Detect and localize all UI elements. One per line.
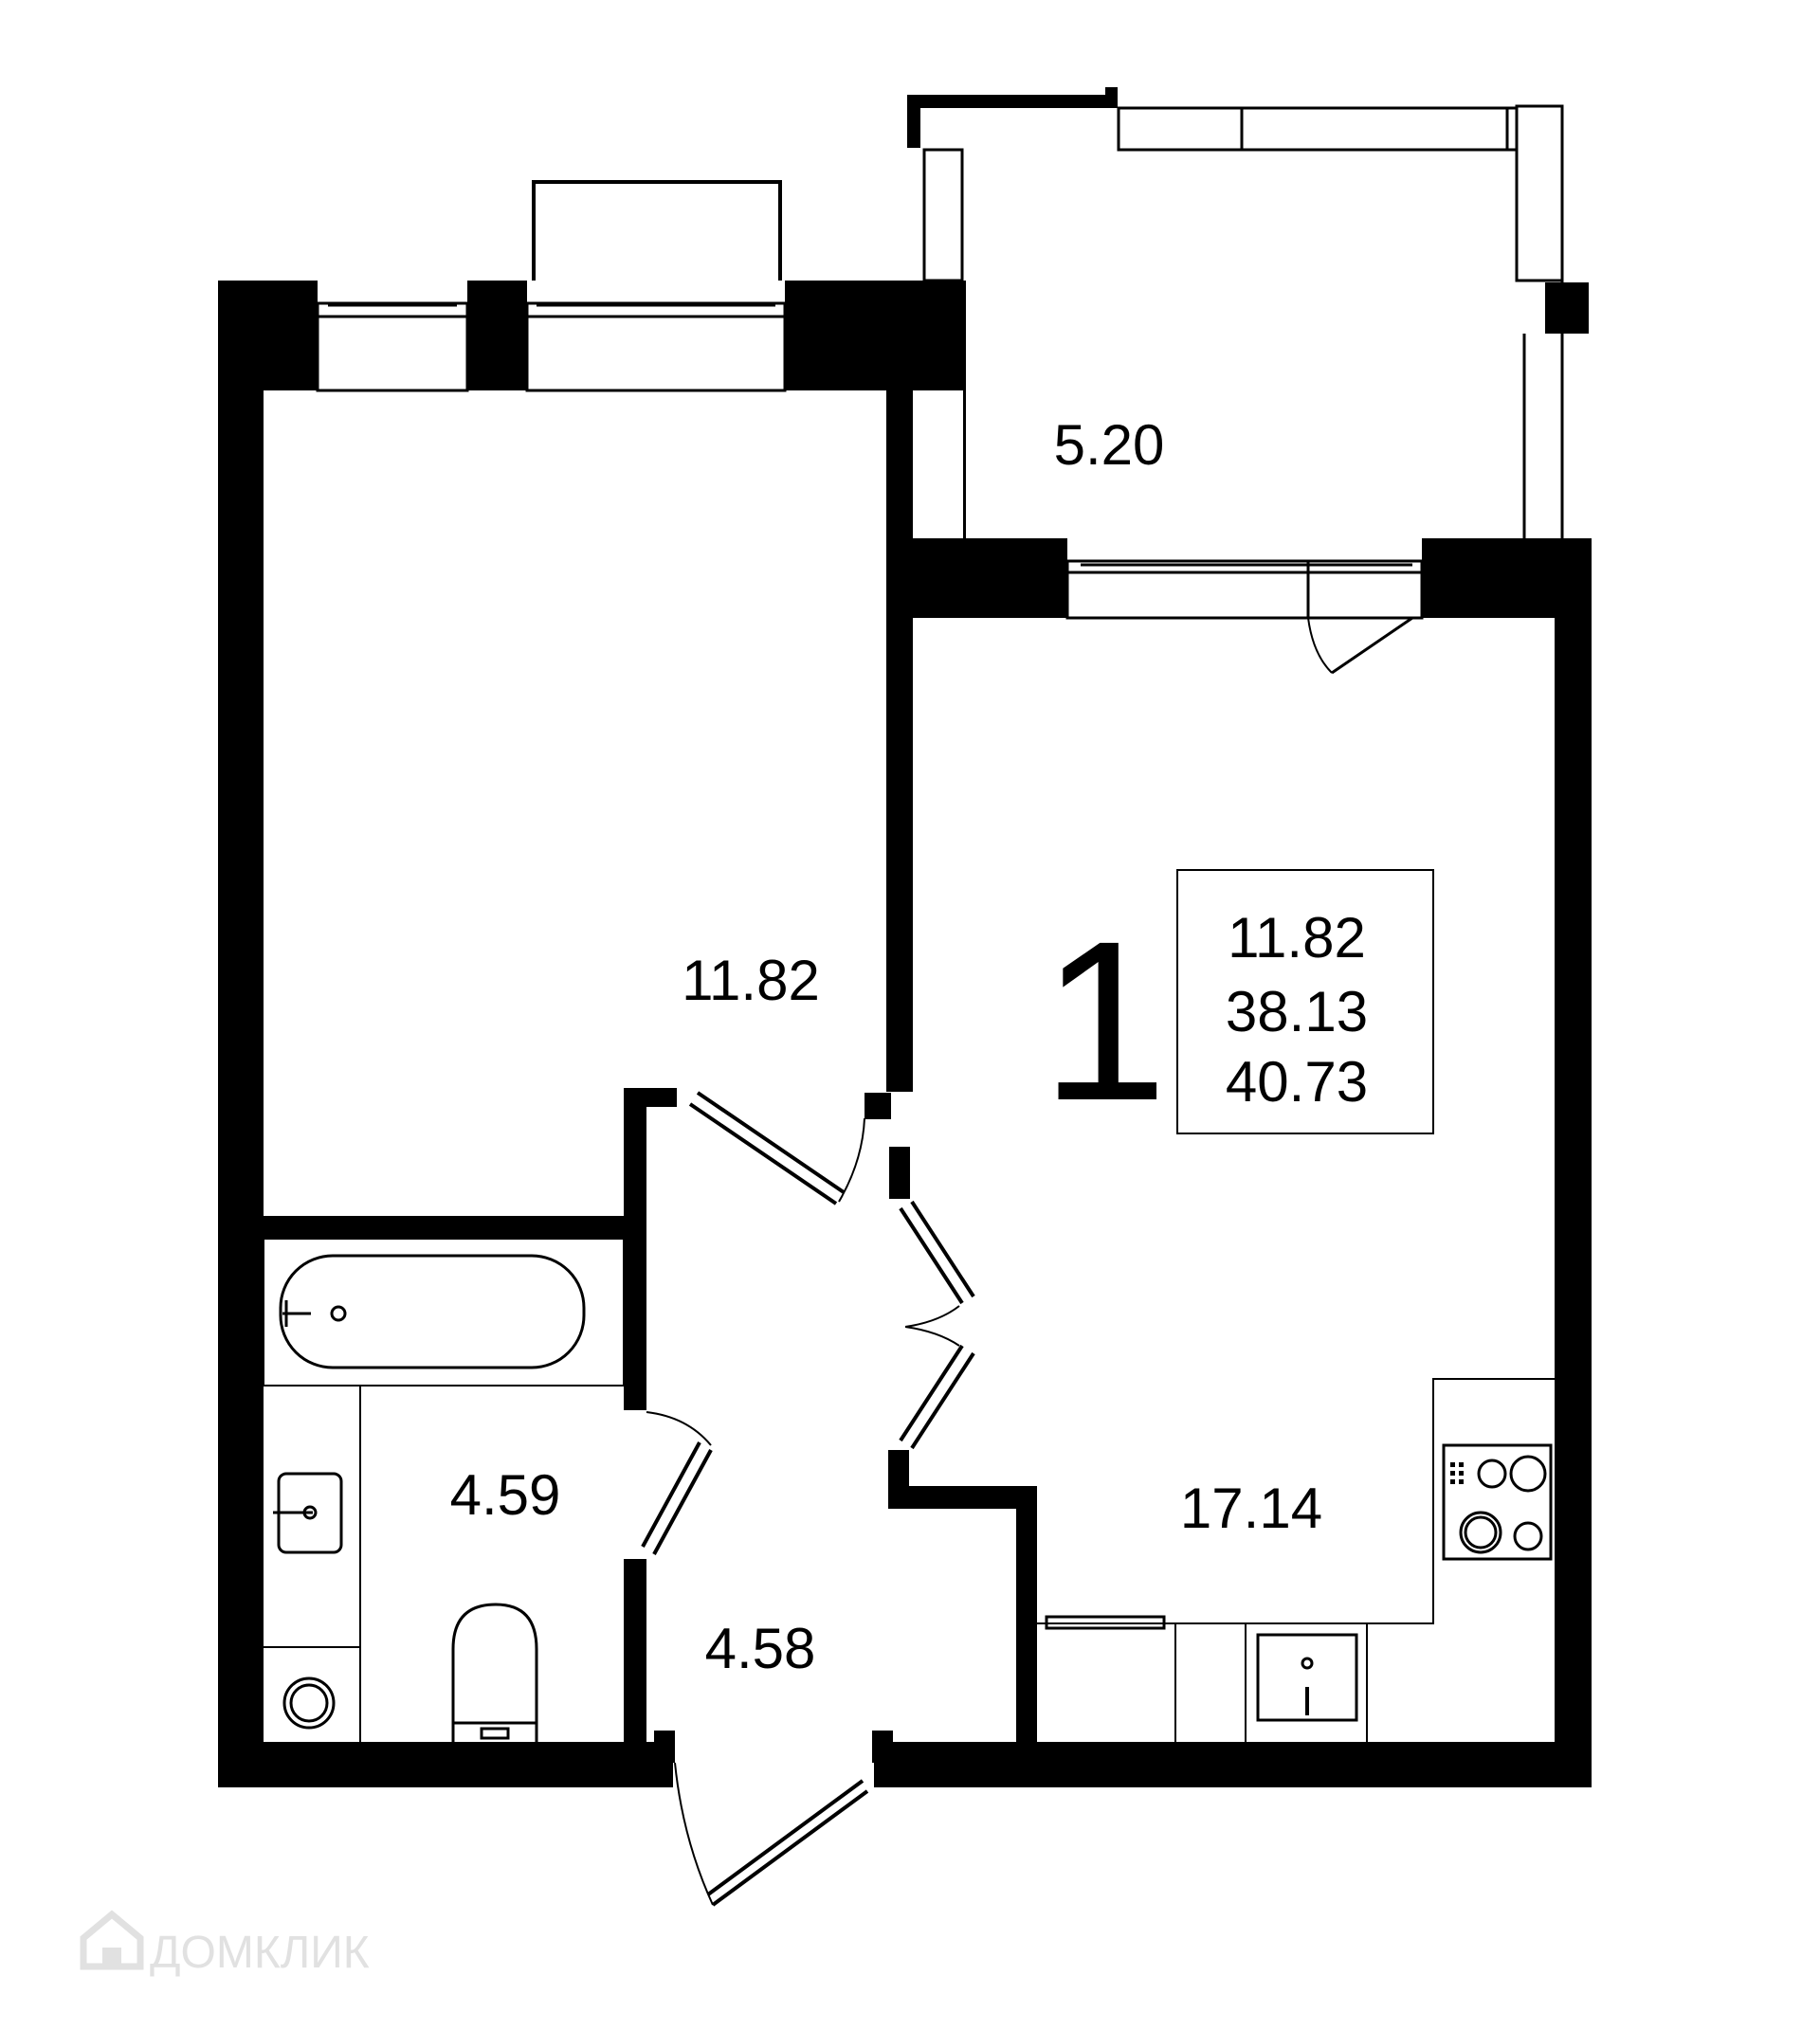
windows bbox=[316, 180, 1563, 841]
total-area-label: 38.13 bbox=[1226, 980, 1368, 1043]
wall-door-jamb-b bbox=[889, 1147, 910, 1199]
balcony-area-label: 5.20 bbox=[1054, 413, 1165, 477]
watermark: ДОМКЛИК bbox=[80, 1910, 370, 1978]
wall-hall-kitchen-h bbox=[888, 1486, 1037, 1509]
wall-living-top-left bbox=[963, 538, 1067, 618]
bathroom-door-arc bbox=[646, 1411, 712, 1446]
toilet-icon bbox=[451, 1603, 538, 1725]
wall-top-right bbox=[785, 281, 963, 390]
bathroom-door-leaf bbox=[652, 1449, 713, 1555]
living-door-leaf-a bbox=[899, 1206, 964, 1305]
bathroom-fixtures bbox=[263, 1238, 625, 1746]
kitchen-living-area-label: 17.14 bbox=[1180, 1477, 1322, 1540]
balcony bbox=[907, 87, 1564, 538]
wall-top-mid bbox=[467, 281, 527, 390]
window-bay bbox=[532, 180, 782, 281]
wall-door-jamb-a bbox=[864, 1093, 891, 1119]
bathtub-icon bbox=[279, 1254, 586, 1369]
rooms-count-label: 1 bbox=[1041, 894, 1167, 1148]
wall-bedroom-bath bbox=[264, 1216, 626, 1239]
wall-bottom-left bbox=[218, 1742, 673, 1787]
bedroom-door-leaf bbox=[688, 1102, 838, 1205]
bedroom-area-label: 11.82 bbox=[682, 949, 820, 1012]
balcony-top-cap bbox=[907, 95, 1118, 108]
kitchen-counter bbox=[1037, 1378, 1555, 1624]
kitchen-sink-icon bbox=[1256, 1633, 1358, 1722]
wall-left-outer bbox=[218, 281, 264, 1787]
wall-balcony-stub bbox=[1545, 282, 1589, 334]
wall-right-outer bbox=[1555, 538, 1592, 1787]
total-with-balcony-label: 40.73 bbox=[1226, 1050, 1368, 1114]
balcony-corner-post bbox=[1515, 104, 1564, 282]
entry-door-leaf bbox=[711, 1789, 869, 1907]
watermark-text: ДОМКЛИК bbox=[150, 1928, 370, 1978]
summary-box bbox=[1176, 869, 1434, 1134]
stove-icon bbox=[1442, 1443, 1553, 1561]
window-living bbox=[1065, 559, 1424, 620]
balcony-glazing-top bbox=[1117, 106, 1564, 152]
wall-bath-hall-lower bbox=[624, 1559, 646, 1758]
bathroom-area-label: 4.59 bbox=[450, 1463, 561, 1527]
washing-machine-icon bbox=[282, 1677, 336, 1730]
kitchen-fixtures bbox=[1037, 1378, 1555, 1742]
wall-bath-hall-upper bbox=[624, 1088, 646, 1410]
balcony-glazing-left bbox=[922, 148, 964, 282]
fridge-edge bbox=[1045, 1615, 1166, 1630]
house-logo-icon bbox=[80, 1910, 144, 1970]
walls bbox=[218, 281, 1592, 1787]
wall-bedroom-living bbox=[886, 390, 913, 1092]
entry-door-arc bbox=[674, 1762, 714, 1906]
living-door-leaf-b bbox=[899, 1344, 964, 1442]
bedroom-door-arc bbox=[838, 1117, 865, 1203]
hallway-area-label: 4.58 bbox=[705, 1617, 816, 1680]
doors bbox=[641, 1091, 975, 1907]
wall-bottom-right bbox=[874, 1742, 1592, 1787]
living-area-label: 11.82 bbox=[1228, 906, 1366, 970]
balcony-door-leaf bbox=[1331, 616, 1413, 675]
wall-hall-kitchen-v bbox=[1016, 1486, 1037, 1761]
